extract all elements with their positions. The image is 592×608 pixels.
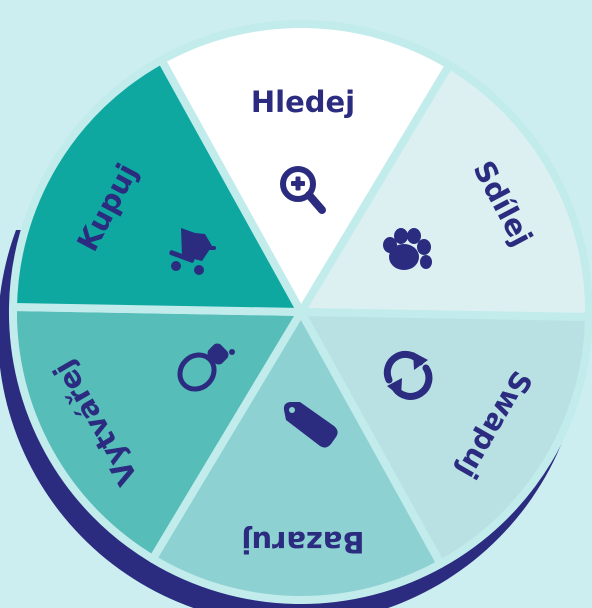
segment-sdilej[interactable] (297, 61, 592, 321)
segment-group (8, 20, 592, 604)
segment-bazaruj[interactable] (148, 308, 445, 604)
lightbulb-icon (177, 343, 235, 392)
segment-label-hledej: Hledej (251, 85, 355, 119)
segment-kupuj[interactable] (9, 56, 305, 316)
segment-label-bazaruj: Bazaruj (241, 525, 364, 559)
swap-arrows-icon (383, 350, 433, 400)
segment-vytvarej[interactable] (8, 303, 305, 563)
price-tag-icon (283, 402, 338, 448)
segment-swapuj[interactable] (297, 308, 592, 568)
magnify-plus-icon (280, 166, 326, 214)
cart-icon (169, 228, 216, 275)
paw-icon (383, 228, 432, 270)
